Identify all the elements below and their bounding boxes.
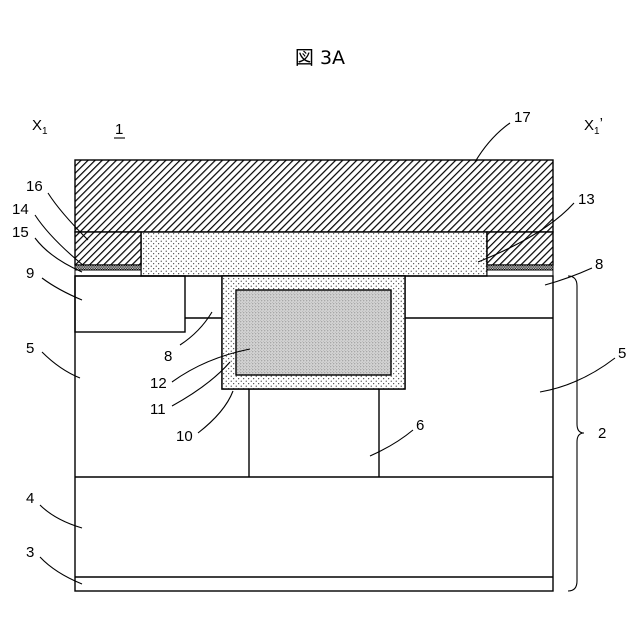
label-10: 10 xyxy=(176,428,193,445)
layer-17 xyxy=(75,160,553,232)
leader-9 xyxy=(42,278,82,300)
label-13: 13 xyxy=(578,191,595,208)
layer-14-left xyxy=(75,265,141,270)
layer-16-right xyxy=(487,232,553,265)
layer-15-right xyxy=(487,270,553,276)
label-16: 16 xyxy=(26,178,43,195)
label-11: 11 xyxy=(150,401,166,418)
layer-14-right xyxy=(487,265,553,270)
leader-6 xyxy=(370,430,413,456)
brace-2 xyxy=(568,276,584,591)
label-3: 3 xyxy=(26,544,34,561)
label-14: 14 xyxy=(12,201,29,218)
gate-electrode-12 xyxy=(236,290,391,375)
label-12: 12 xyxy=(150,375,167,392)
corner-label-right: X1’ xyxy=(584,115,603,137)
label-8-left: 8 xyxy=(164,348,172,365)
corner-label-left: X1 xyxy=(32,117,48,137)
device-reference: 1 xyxy=(115,121,123,138)
leader-17 xyxy=(475,123,510,162)
label-8-right: 8 xyxy=(595,256,603,273)
label-9: 9 xyxy=(26,265,34,282)
figure-title: 図 3A xyxy=(295,47,345,69)
label-17: 17 xyxy=(514,109,531,126)
label-2: 2 xyxy=(598,425,606,442)
leader-10 xyxy=(198,391,233,433)
label-5-right: 5 xyxy=(618,345,626,362)
layer-15-left xyxy=(75,270,141,276)
label-15: 15 xyxy=(12,224,29,241)
label-4: 4 xyxy=(26,490,34,507)
layer-13 xyxy=(141,232,487,276)
label-5-left: 5 xyxy=(26,340,34,357)
region-9 xyxy=(75,276,185,332)
label-6: 6 xyxy=(416,417,424,434)
